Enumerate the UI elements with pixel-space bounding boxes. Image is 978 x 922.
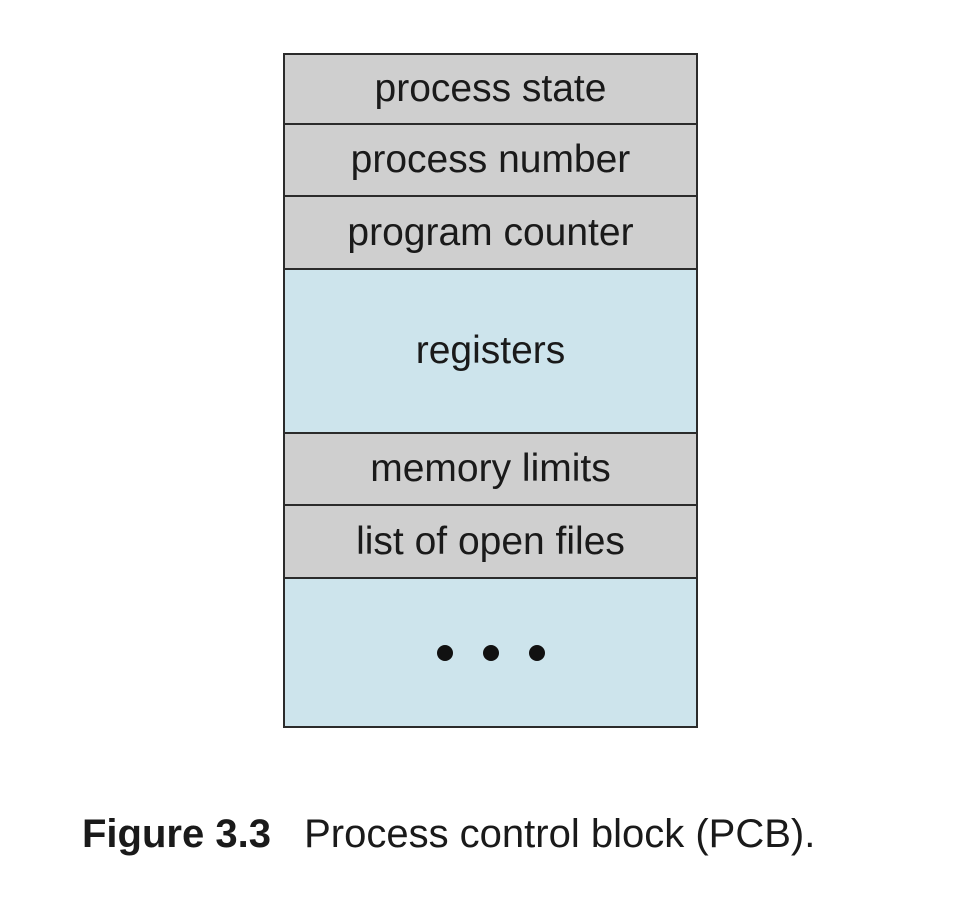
dot-icon [482,644,499,661]
pcb-field-label: process number [350,138,631,181]
figure-caption-text: Process control block (PCB). [304,812,816,856]
dot-icon [528,644,545,661]
dot-icon [436,644,453,661]
pcb-field-label: program counter [347,210,634,254]
pcb-field-memory-limits: memory limits [285,434,696,506]
pcb-field-registers: registers [285,270,696,434]
pcb-field-process-state: process state [285,55,696,125]
pcb-field-process-number: process number [285,125,696,197]
ellipsis-icon [436,644,545,661]
figure-caption: Figure 3.3 Process control block (PCB). [82,812,815,857]
pcb-field-label: list of open files [356,519,625,563]
pcb-field-ellipsis [285,579,696,726]
pcb-field-label: memory limits [370,447,611,490]
process-control-block-diagram: process state process number program cou… [283,53,698,728]
pcb-field-program-counter: program counter [285,197,696,270]
pcb-field-label: process state [374,67,607,110]
figure-number: Figure 3.3 [82,812,271,856]
pcb-field-open-files: list of open files [285,506,696,579]
pcb-field-label: registers [415,329,566,372]
